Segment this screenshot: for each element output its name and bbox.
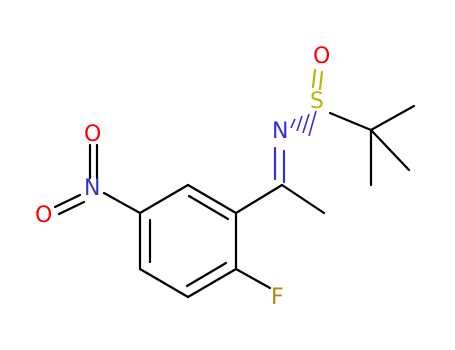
atom-label-nitro-oxygen-top: O bbox=[84, 122, 101, 147]
bond-s-o-double-2 bbox=[318, 70, 324, 91]
bond-tbutyl-methyl-2 bbox=[369, 128, 411, 172]
bond-ring-fluorine bbox=[234, 267, 272, 290]
ring-inner-bond-top bbox=[187, 194, 230, 221]
atom-label-nitro-oxygen-left: O bbox=[35, 203, 52, 228]
atom-label-sulfur: S bbox=[310, 89, 324, 114]
atom-label-fluorine: F bbox=[271, 285, 284, 310]
ring-bond-c1-c2 bbox=[186, 183, 238, 215]
atom-label-sulfinyl-oxygen: O bbox=[313, 44, 330, 69]
bond-tbutyl-methyl-1 bbox=[369, 104, 416, 132]
atom-label-imine-nitrogen: N bbox=[272, 119, 288, 144]
bond-imine-carbon-methyl bbox=[280, 183, 326, 215]
ring-inner-bond-bottom bbox=[185, 261, 228, 288]
bond-nitro-o-left-2 bbox=[57, 200, 86, 216]
bond-nitro-o-left bbox=[53, 193, 82, 209]
ring-bond-c3-c4 bbox=[186, 267, 238, 299]
ring-bond-c4-c5 bbox=[138, 267, 190, 299]
bond-ring-imine-carbon bbox=[234, 183, 284, 215]
bond-ring-nitro bbox=[102, 191, 142, 215]
ring-bond-c6-c1 bbox=[138, 183, 190, 215]
bond-s-tbutyl bbox=[328, 111, 373, 132]
atom-label-nitro-nitrogen: N bbox=[84, 176, 100, 201]
bond-s-o-double-1 bbox=[311, 68, 317, 89]
bond-n-s-hashed-wedge bbox=[290, 110, 317, 137]
